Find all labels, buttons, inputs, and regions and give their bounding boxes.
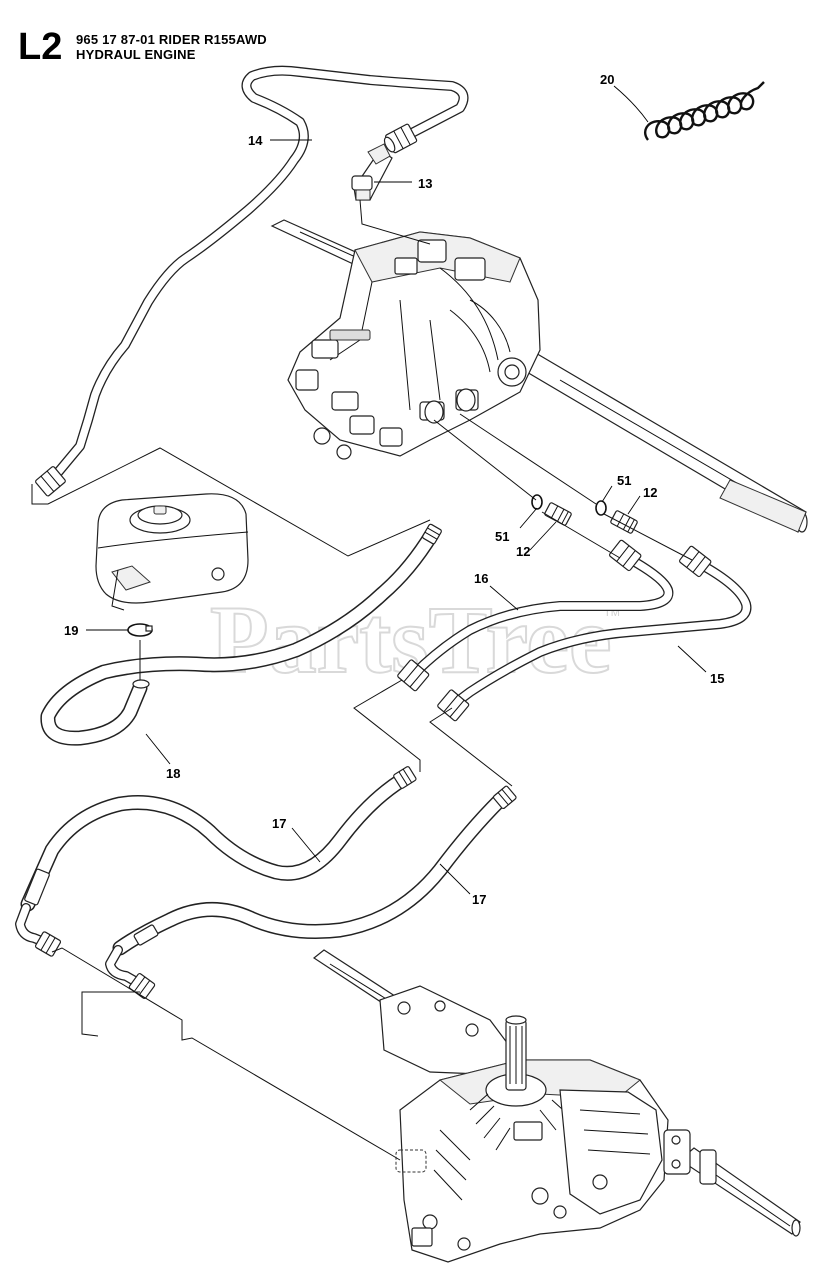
callout-12-upper: 12 — [643, 485, 657, 500]
callout-17-upper: 17 — [272, 816, 286, 831]
callout-19: 19 — [64, 623, 78, 638]
pipe-part-14[interactable] — [35, 65, 469, 497]
hose-part-17-upper[interactable] — [15, 766, 417, 957]
diagram-code: L2 — [18, 26, 63, 68]
oil-reservoir[interactable] — [95, 493, 249, 611]
callout-51-upper: 51 — [617, 473, 631, 488]
pipe-part-15[interactable] — [437, 545, 752, 722]
hose-part-17-lower[interactable] — [105, 785, 517, 999]
adapter-part-12-right[interactable] — [610, 510, 638, 534]
upper-transaxle[interactable] — [270, 219, 808, 533]
spring-part-20[interactable] — [643, 81, 765, 141]
callout-12-lower: 12 — [516, 544, 530, 559]
callout-18: 18 — [166, 766, 180, 781]
callout-20: 20 — [600, 72, 614, 87]
callout-51-lower: 51 — [495, 529, 509, 544]
callout-13: 13 — [418, 176, 432, 191]
pipe-part-16[interactable] — [397, 539, 674, 692]
callout-leaders — [86, 85, 707, 895]
callout-17-lower: 17 — [472, 892, 486, 907]
callout-16: 16 — [474, 571, 488, 586]
hose-clamp-part-19[interactable] — [127, 623, 153, 637]
elbow-fitting-part-13[interactable] — [351, 143, 393, 201]
model-title: 965 17 87-01 RIDER R155AWD — [76, 32, 267, 47]
adapter-part-12-left[interactable] — [544, 502, 572, 526]
lower-transaxle[interactable] — [312, 949, 801, 1263]
o-ring-part-51-left[interactable] — [531, 494, 543, 510]
assembly-guide-lines — [31, 199, 693, 1161]
callout-14: 14 — [248, 133, 263, 148]
callout-15: 15 — [710, 671, 724, 686]
hose-part-18[interactable] — [40, 523, 442, 746]
section-title: HYDRAUL ENGINE — [76, 47, 196, 62]
o-ring-part-51-right[interactable] — [595, 500, 607, 516]
